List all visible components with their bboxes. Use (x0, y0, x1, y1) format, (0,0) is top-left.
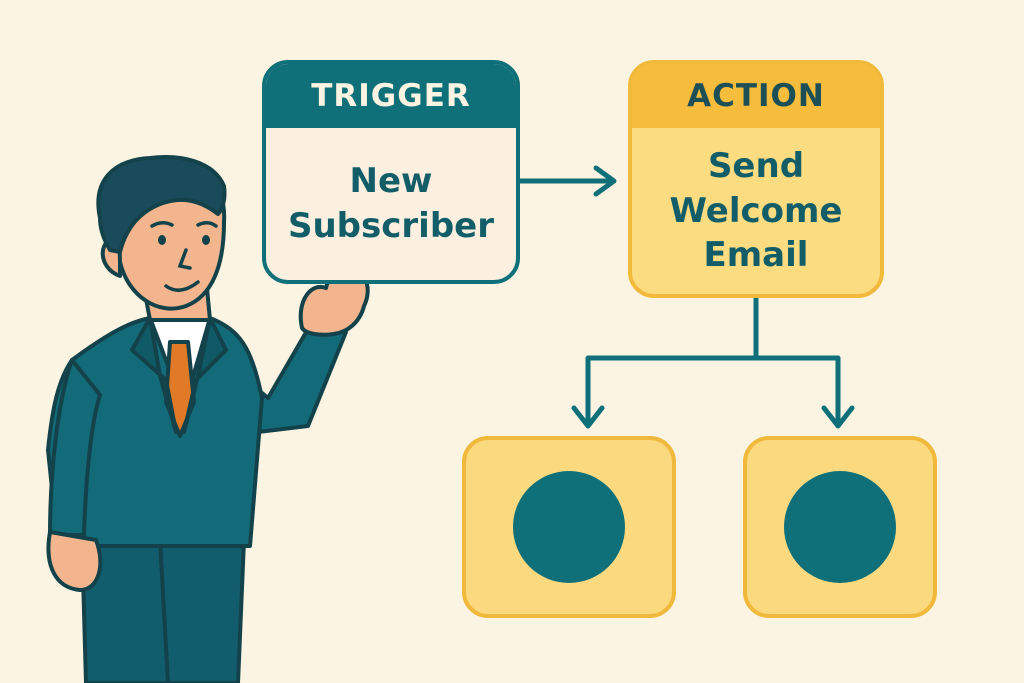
action-split-line (585, 295, 841, 423)
action-line: Send (707, 145, 805, 186)
outcome-box-right (743, 436, 937, 618)
trigger-card: TRIGGER New Subscriber (262, 60, 520, 284)
right-branch-arrowhead (821, 405, 855, 429)
action-header: ACTION (632, 64, 880, 128)
left-branch-arrowhead (571, 405, 605, 429)
outcome-box-left (462, 436, 676, 618)
trigger-to-action-arrow (517, 165, 617, 197)
action-line: Email (703, 235, 809, 276)
trigger-line: Subscriber (287, 206, 494, 246)
circle-icon (513, 471, 625, 583)
circle-icon (784, 471, 896, 583)
action-line: Welcome (669, 190, 843, 231)
trigger-header: TRIGGER (266, 64, 516, 128)
trigger-line: New (349, 161, 433, 202)
trigger-body: New Subscriber (266, 128, 516, 280)
action-card: ACTION Send Welcome Email (628, 60, 884, 298)
action-body: Send Welcome Email (632, 128, 880, 294)
